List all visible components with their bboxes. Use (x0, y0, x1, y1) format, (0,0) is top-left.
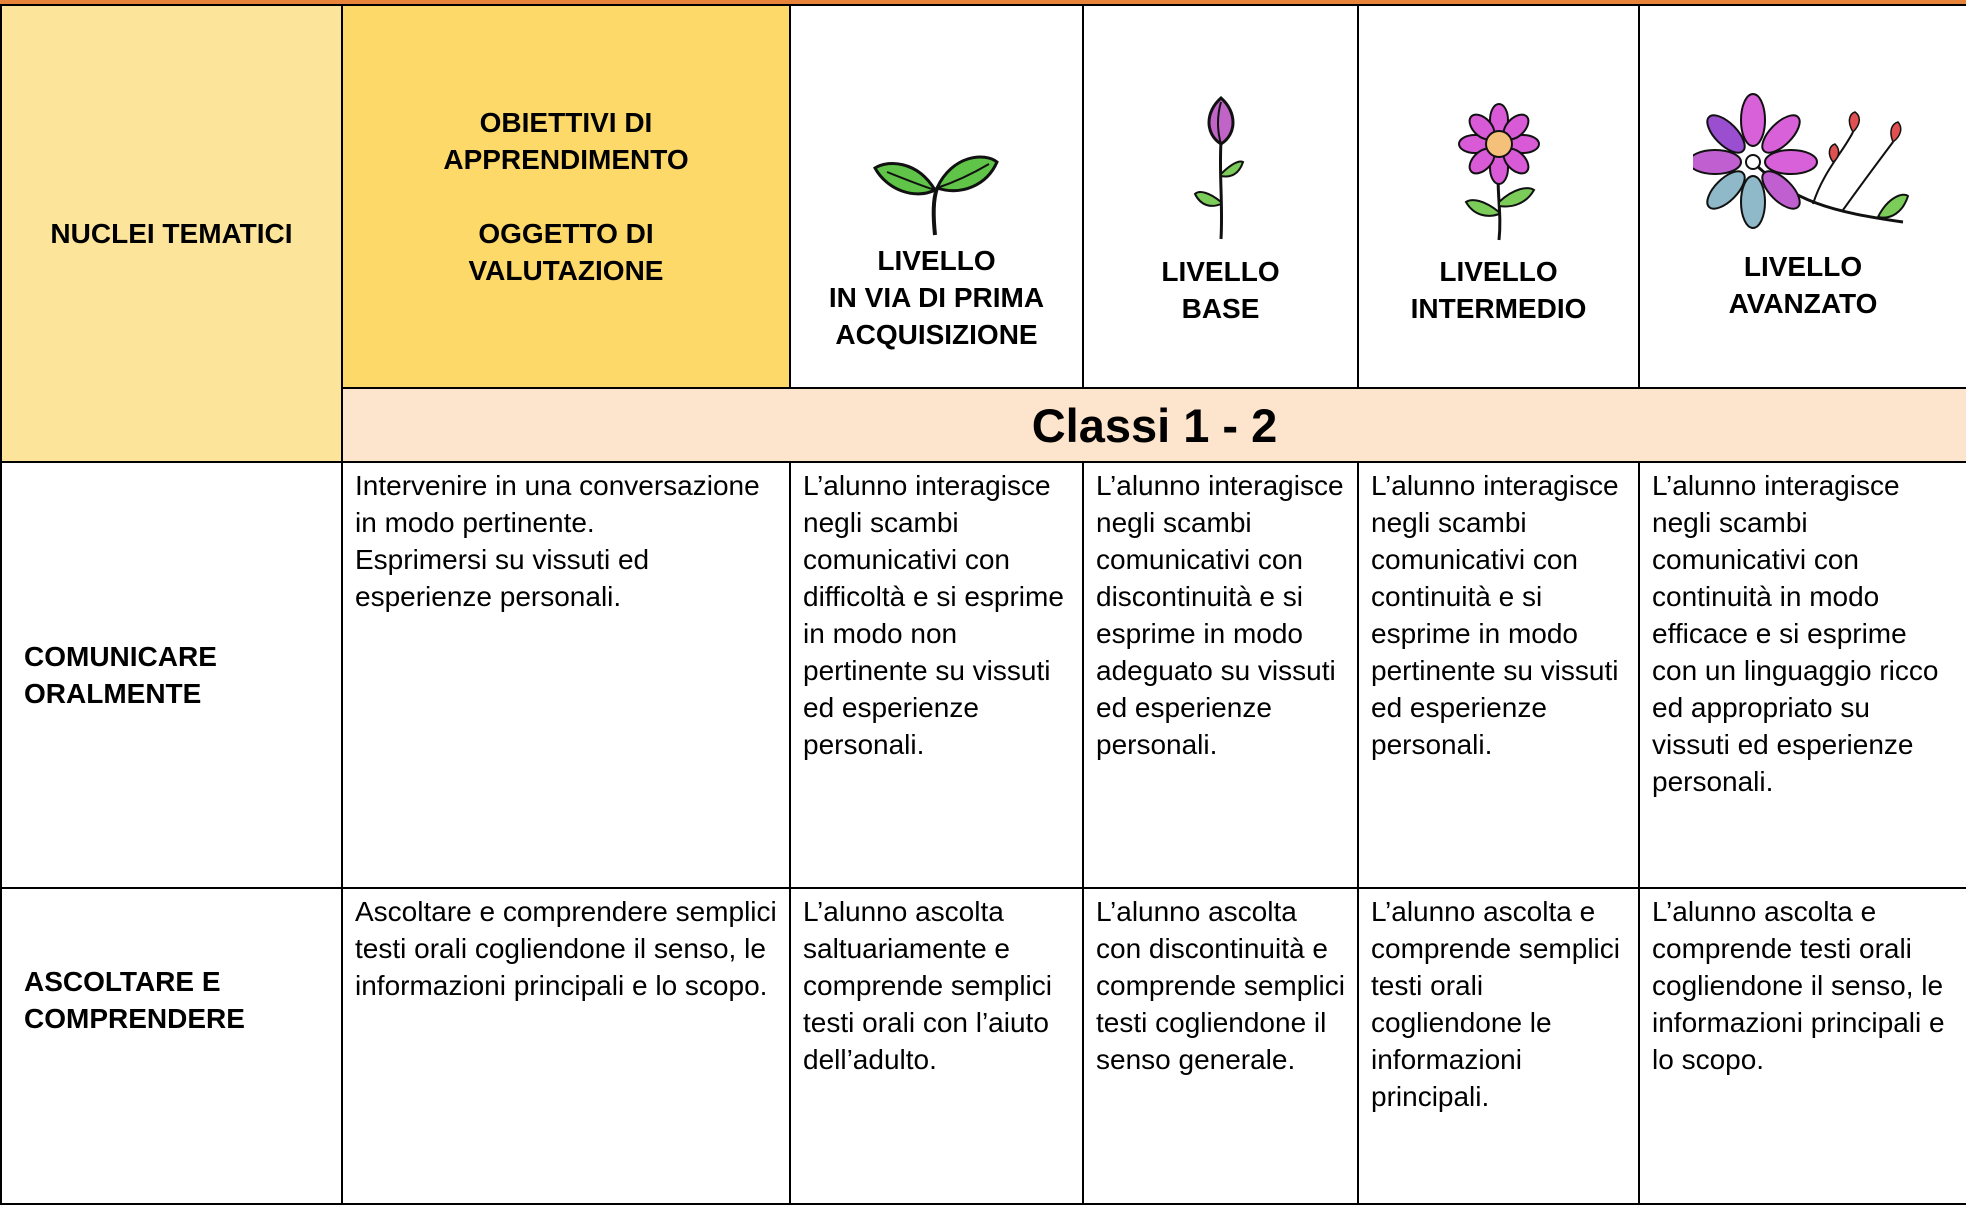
level3-line1: LIVELLO (1439, 256, 1558, 287)
level2-descriptor: L’alunno ascolta con discontinuità e com… (1082, 887, 1359, 1205)
flower-bud-icon (1193, 96, 1244, 240)
level3-descriptor: L’alunno interagisce negli scambi comuni… (1357, 461, 1640, 889)
level1-descriptor: L’alunno ascolta saltuariamente e compre… (789, 887, 1084, 1205)
table-row: ASCOLTARE E COMPRENDERE Ascoltare e comp… (0, 887, 1966, 1205)
header-level-prima-acquisizione: LIVELLO IN VIA DI PRIMA ACQUISIZIONE (789, 4, 1084, 389)
level4-line2: AVANZATO (1728, 288, 1878, 319)
header-level-intermedio: LIVELLO INTERMEDIO (1357, 4, 1640, 389)
obiettivi-line2: APPRENDIMENTO (443, 144, 689, 175)
level4-descriptor: L’alunno ascolta e comprende testi orali… (1638, 887, 1966, 1205)
nucleo-line2: COMPRENDERE (24, 1003, 245, 1034)
level2-descriptor: L’alunno interagisce negli scambi comuni… (1082, 461, 1359, 889)
level3-line2: INTERMEDIO (1410, 293, 1587, 324)
level3-descriptor: L’alunno ascolta e comprende semplici te… (1357, 887, 1640, 1205)
daisy-flower-icon (1457, 103, 1540, 241)
nucleo-comunicare-oralmente: COMUNICARE ORALMENTE (0, 461, 343, 889)
nuclei-label: NUCLEI TEMATICI (50, 217, 293, 249)
sprout-icon (872, 155, 999, 236)
table-row: COMUNICARE ORALMENTE Intervenire in una … (0, 461, 1966, 889)
level1-line2: IN VIA DI PRIMA (828, 282, 1045, 313)
obiettivo-text: Intervenire in una conversazione in modo… (355, 470, 760, 612)
nucleo-line1: COMUNICARE (24, 641, 217, 672)
header-row: NUCLEI TEMATICI OBIETTIVI DI APPRENDIMEN… (0, 4, 1966, 463)
level2-line1: LIVELLO (1161, 256, 1280, 287)
header-level-base: LIVELLO BASE (1082, 4, 1359, 389)
level1-line1: LIVELLO (877, 245, 996, 276)
obiettivo-cell: Intervenire in una conversazione in modo… (341, 461, 791, 889)
nucleo-ascoltare-comprendere: ASCOLTARE E COMPRENDERE (0, 887, 343, 1205)
level1-line3: ACQUISIZIONE (835, 319, 1038, 350)
obiettivi-line3: OGGETTO DI (478, 218, 654, 249)
obiettivi-line4: VALUTAZIONE (468, 255, 664, 286)
top-accent-bar (0, 0, 1966, 6)
obiettivi-line1: OBIETTIVI DI (479, 107, 653, 138)
header-obiettivi: OBIETTIVI DI APPRENDIMENTO OGGETTO DI VA… (341, 4, 791, 389)
flowering-branch-icon (1693, 93, 1910, 229)
classi-banner: Classi 1 - 2 (341, 387, 1966, 463)
level4-line1: LIVELLO (1743, 251, 1863, 282)
evaluation-rubric-table: NUCLEI TEMATICI OBIETTIVI DI APPRENDIMEN… (0, 4, 1966, 1205)
header-level-avanzato: LIVELLO AVANZATO (1638, 4, 1966, 389)
obiettivo-cell: Ascoltare e comprendere semplici testi o… (341, 887, 791, 1205)
classi-row: Classi 1 - 2 (1, 387, 1966, 463)
header-nuclei-tematici: NUCLEI TEMATICI (0, 4, 343, 463)
level4-descriptor: L’alunno interagisce negli scambi comuni… (1638, 461, 1966, 889)
nucleo-line2: ORALMENTE (24, 678, 202, 709)
level1-descriptor: L’alunno interagisce negli scambi comuni… (789, 461, 1084, 889)
level2-line2: BASE (1181, 293, 1260, 324)
nucleo-line1: ASCOLTARE E (24, 966, 221, 997)
